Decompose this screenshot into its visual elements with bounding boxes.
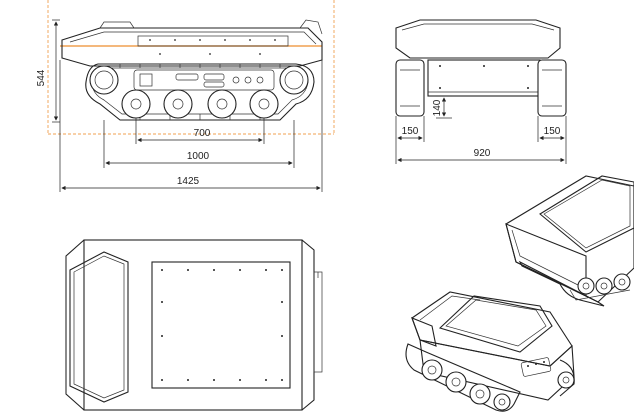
front-view: 140 150 150 920: [395, 19, 567, 164]
front-hatch: [69, 251, 129, 403]
iso1-top-plate: [539, 175, 634, 253]
top-plate: [151, 261, 291, 389]
isometric-view-front: [405, 291, 575, 412]
right-track: [537, 59, 567, 117]
dimension-clearance: 140: [432, 95, 452, 119]
rear-sprocket: [89, 65, 119, 95]
dimension-track-length: 1000: [103, 120, 295, 168]
dim-track-right-label: 150: [544, 126, 561, 137]
dim-track-left-label: 150: [402, 126, 419, 137]
iso2-wheel-4: [493, 393, 511, 411]
side-view: 544 700 1000 1425: [36, 0, 335, 192]
dim-wheelbase-label: 700: [194, 128, 211, 139]
iso2-wheel-1: [421, 359, 443, 381]
dim-height-label: 544: [36, 69, 47, 86]
iso2-wheel-3: [469, 383, 491, 405]
road-wheel-2: [163, 89, 193, 119]
dimension-overall-length: 1425: [59, 60, 323, 192]
road-wheel-4: [249, 89, 279, 119]
isometric-view-rear: [505, 175, 634, 307]
plate-rivets: [161, 269, 283, 381]
dimension-overall-width: 920: [397, 148, 565, 163]
front-idler: [279, 65, 309, 95]
dimension-wheelbase: 700: [135, 118, 265, 144]
dim-track-length-label: 1000: [187, 151, 210, 162]
dim-overall-width-label: 920: [474, 148, 491, 159]
body-rivets: [149, 39, 276, 55]
dimension-height: 544: [36, 19, 60, 123]
road-wheel-1: [121, 89, 151, 119]
top-view: [65, 239, 323, 411]
road-wheel-3: [207, 89, 237, 119]
dim-clearance-label: 140: [432, 99, 443, 116]
iso2-top-plate: [438, 295, 553, 353]
dimension-track-right: 150: [537, 116, 567, 164]
dimension-track-left: 150: [395, 116, 425, 164]
left-track: [395, 59, 425, 117]
dim-overall-length-label: 1425: [177, 176, 200, 187]
iso2-wheel-2: [445, 371, 467, 393]
